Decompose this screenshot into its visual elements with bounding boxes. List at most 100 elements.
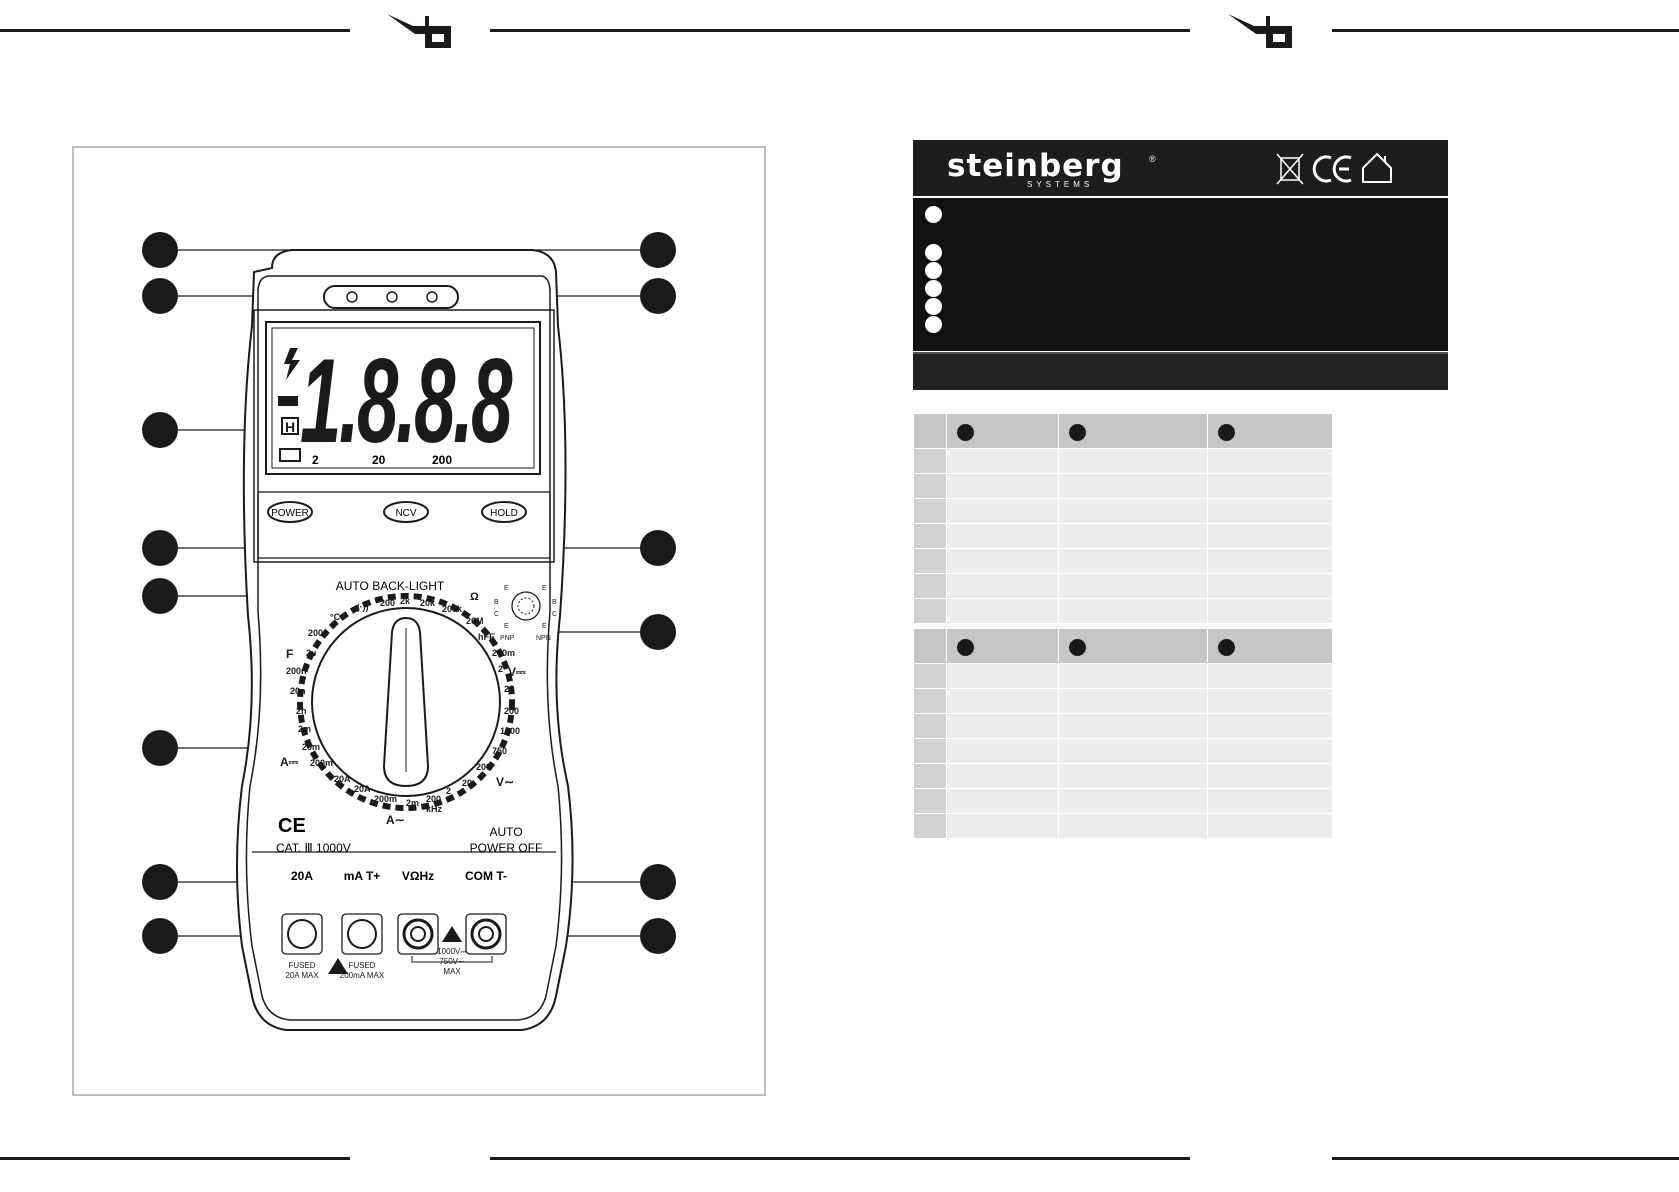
svg-text:2µ: 2µ	[306, 648, 316, 658]
svg-text:B: B	[552, 599, 557, 606]
svg-text:E: E	[542, 585, 547, 592]
ncv-button-label: NCV	[395, 508, 416, 519]
table-cell	[913, 598, 947, 624]
table-cell	[1207, 448, 1333, 474]
callout-markers-left	[142, 232, 178, 954]
svg-text:°C: °C	[330, 612, 341, 622]
certification-icons	[1276, 152, 1392, 185]
svg-text:2m: 2m	[406, 798, 419, 808]
svg-text:A∼: A∼	[386, 813, 405, 827]
table-cell	[1207, 713, 1333, 739]
ce-mark: CE	[278, 815, 306, 837]
table-cell	[946, 688, 1059, 714]
svg-text:20: 20	[504, 684, 514, 694]
ce-icon	[1312, 155, 1352, 183]
table-row	[913, 763, 1333, 789]
info-bullet	[925, 316, 942, 333]
table-row	[913, 688, 1333, 714]
table-row	[913, 498, 1333, 524]
jack-v-label: VΩHz	[402, 869, 434, 883]
bottom-rule-mid	[490, 1157, 1190, 1160]
table-cell	[1207, 548, 1333, 574]
table-cell	[1058, 523, 1208, 549]
svg-text:20M: 20M	[466, 616, 484, 626]
info-bullet	[925, 262, 942, 279]
svg-text:MAX: MAX	[443, 967, 461, 976]
table-cell	[1058, 713, 1208, 739]
svg-text:kHz: kHz	[426, 804, 443, 814]
svg-text:200mA MAX: 200mA MAX	[340, 971, 385, 980]
svg-text:2: 2	[446, 786, 451, 796]
table-cell	[913, 523, 947, 549]
table-cell	[1058, 448, 1208, 474]
table-cell	[946, 448, 1059, 474]
table-cell	[913, 788, 947, 814]
hold-button-label: HOLD	[490, 508, 518, 519]
top-rule-right	[1332, 29, 1679, 32]
auto-label: AUTO	[489, 825, 522, 839]
svg-text:2n: 2n	[296, 706, 307, 716]
svg-text:V∼: V∼	[496, 775, 514, 789]
multimeter-figure-frame	[72, 146, 766, 1096]
svg-text:B: B	[494, 599, 499, 606]
svg-text:PNP: PNP	[500, 635, 515, 642]
column-marker	[1069, 639, 1086, 656]
table-cell	[1207, 573, 1333, 599]
table-cell	[913, 763, 947, 789]
svg-text:F: F	[286, 647, 293, 661]
table-cell	[1058, 663, 1208, 689]
table-cell	[913, 813, 947, 839]
table-cell	[1207, 788, 1333, 814]
svg-text:C: C	[552, 611, 557, 618]
table-cell	[1058, 788, 1208, 814]
indoor-use-icon	[1362, 152, 1392, 183]
svg-text:20n: 20n	[290, 686, 306, 696]
svg-text:750: 750	[492, 746, 507, 756]
svg-text:Ω: Ω	[470, 591, 479, 603]
lcd-hold-indicator: H	[285, 419, 295, 435]
bottom-rule-right	[1332, 1157, 1679, 1160]
table-cell	[1058, 738, 1208, 764]
svg-text:200m: 200m	[310, 758, 333, 768]
svg-text:200k: 200k	[442, 604, 463, 614]
table-cell	[1058, 573, 1208, 599]
table-cell	[1058, 813, 1208, 839]
brand-logo-mark-right	[1228, 14, 1292, 48]
dial-title: AUTO BACK-LIGHT	[336, 579, 445, 593]
lcd-range-label: 2	[312, 453, 319, 467]
table-cell	[913, 663, 947, 689]
column-marker	[1218, 424, 1235, 441]
column-marker	[957, 424, 974, 441]
table-cell	[1207, 498, 1333, 524]
table-cell	[1207, 663, 1333, 689]
jack-com-label: COM T-	[465, 869, 507, 883]
bottom-rule-left	[0, 1157, 350, 1160]
table-cell	[946, 548, 1059, 574]
table-row	[913, 473, 1333, 499]
svg-text:2m: 2m	[298, 724, 311, 734]
svg-text:A⎓: A⎓	[280, 755, 299, 769]
table-cell	[946, 523, 1059, 549]
table-cell	[913, 548, 947, 574]
table-cell	[946, 813, 1059, 839]
table-cell	[1058, 598, 1208, 624]
svg-text:FUSED: FUSED	[348, 961, 375, 970]
table-cell	[1207, 813, 1333, 839]
svg-text:200: 200	[476, 762, 491, 772]
svg-text:200: 200	[380, 598, 395, 608]
svg-text:FUSED: FUSED	[288, 961, 315, 970]
table-row	[913, 713, 1333, 739]
table-cell	[1058, 548, 1208, 574]
svg-text:20: 20	[462, 778, 472, 788]
table-cell	[946, 738, 1059, 764]
table-cell	[1058, 498, 1208, 524]
column-marker	[1218, 639, 1235, 656]
table-cell	[1207, 598, 1333, 624]
table-cell	[913, 688, 947, 714]
weee-bin-icon	[1276, 153, 1304, 185]
table-cell	[1058, 688, 1208, 714]
svg-text:E: E	[504, 585, 509, 592]
table-cell	[946, 663, 1059, 689]
brand-header-bar: steinberg ® SYSTEMS	[913, 140, 1448, 196]
table-cell	[913, 738, 947, 764]
